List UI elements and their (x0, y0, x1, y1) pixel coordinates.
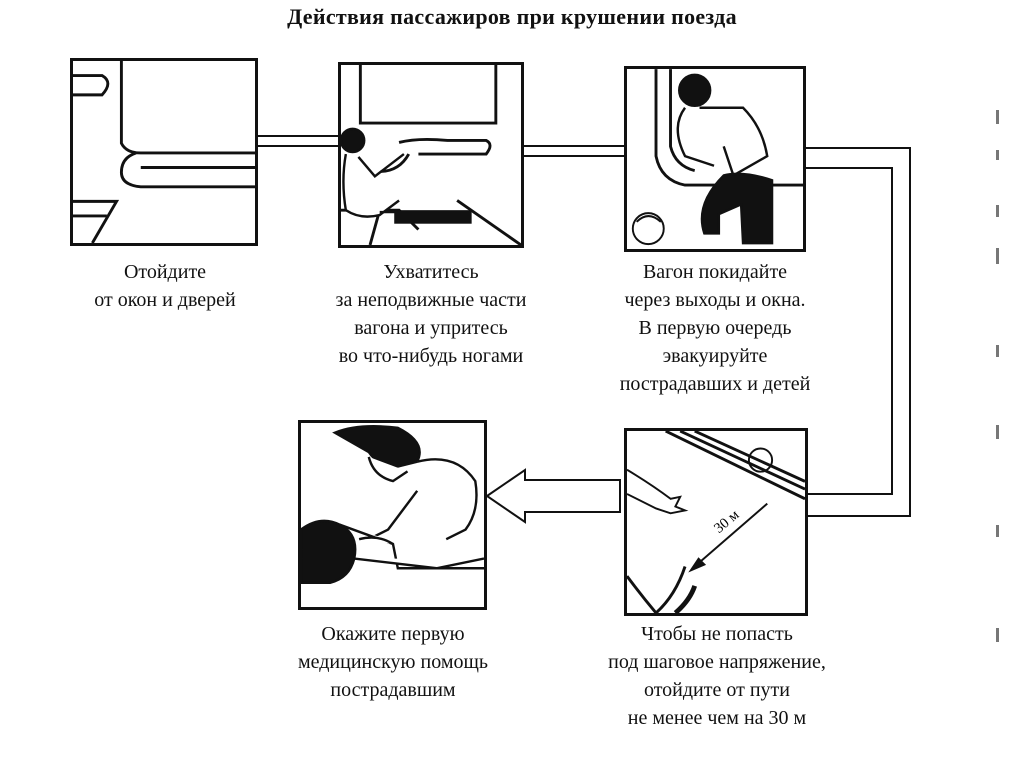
fallen-wire-hand (627, 468, 689, 515)
caption-line: вагона и упритесь (354, 317, 508, 339)
walking-feet (627, 566, 698, 613)
scan-speck (996, 150, 999, 160)
caption-line: пострадавших и детей (619, 373, 811, 395)
caption-line: через выходы и окна. (624, 289, 806, 311)
caption-line: под шаговое напряжение, (608, 651, 826, 673)
scan-speck (996, 425, 999, 439)
caption-line: медицинскую помощь (297, 651, 488, 673)
caption-step-3: Вагон покидайте через выходы и окна. В п… (580, 258, 850, 398)
caption-line: не менее чем на 30 м (627, 707, 807, 729)
scan-speck (996, 345, 999, 357)
connector-2-3 (524, 145, 624, 157)
foot-rest (394, 210, 472, 224)
scan-speck (996, 628, 999, 642)
distance-arrow (688, 502, 768, 573)
caption-line: за неподвижные части (335, 289, 527, 311)
panel-step-1 (70, 58, 258, 246)
caption-step-5: Окажите первую медицинскую помощь постра… (262, 620, 524, 704)
child-figure (631, 212, 665, 246)
window-illustration (73, 61, 255, 243)
connector-1-2 (258, 135, 338, 147)
panel-step-5 (298, 420, 487, 610)
caption-line: эвакуируйте (662, 345, 768, 367)
distance-label: 30 м (711, 507, 742, 537)
helper-figure (332, 425, 478, 541)
adult-figure (676, 73, 774, 245)
scan-speck (996, 110, 999, 124)
panel-step-2 (338, 62, 524, 248)
caption-line: В первую очередь (638, 317, 792, 339)
step-voltage-illustration: 30 м (627, 431, 805, 613)
scan-speck (996, 525, 999, 537)
caption-step-4: Чтобы не попасть под шаговое напряжение,… (572, 620, 862, 732)
caption-line: во что-нибудь ногами (338, 345, 524, 367)
rail-track (665, 431, 805, 501)
exit-through-window-illustration (631, 69, 803, 246)
caption-line: Чтобы не попасть (641, 623, 793, 645)
first-aid-illustration (301, 425, 484, 584)
passenger-holding-illustration (341, 65, 521, 245)
scan-speck (996, 248, 999, 264)
seated-person (341, 127, 467, 218)
caption-line: Окажите первую (321, 623, 465, 645)
caption-step-1: Отойдите от окон и дверей (60, 258, 270, 314)
caption-step-2: Ухватитесь за неподвижные части вагона и… (300, 258, 562, 370)
arrow-4-5 (485, 468, 621, 524)
caption-line: Ухватитесь (383, 261, 479, 283)
scan-speck (996, 205, 999, 217)
caption-line: пострадавшим (330, 679, 456, 701)
caption-line: отойдите от пути (643, 679, 791, 701)
caption-line: Отойдите (123, 261, 207, 283)
panel-step-4: 30 м (624, 428, 808, 616)
panel-step-3 (624, 66, 806, 252)
caption-line: от окон и дверей (94, 289, 236, 311)
caption-line: Вагон покидайте (642, 261, 788, 283)
diagram-title: Действия пассажиров при крушении поезда (287, 4, 737, 29)
